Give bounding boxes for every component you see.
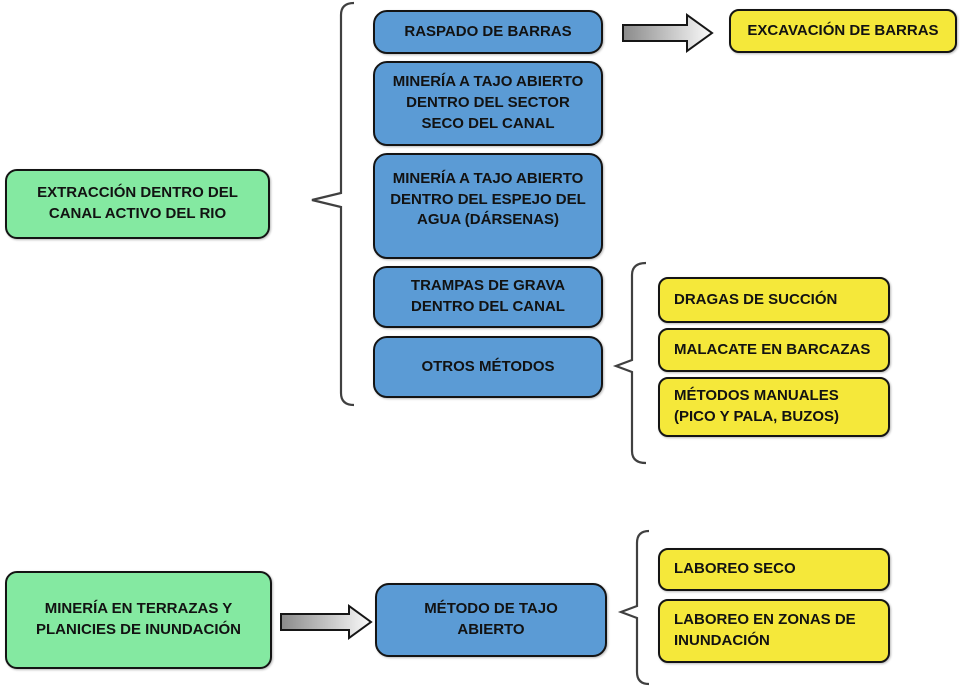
arrow-terrazas-to-tajo bbox=[280, 604, 373, 640]
node-label-line: DENTRO DEL SECTOR bbox=[406, 94, 570, 112]
node-malacate-en-barcazas: MALACATE EN BARCAZAS bbox=[658, 328, 890, 372]
node-trampas-de-grava: TRAMPAS DE GRAVA DENTRO DEL CANAL bbox=[373, 266, 603, 328]
node-label-line: DRAGAS DE SUCCIÓN bbox=[674, 290, 838, 308]
node-label-line: TRAMPAS DE GRAVA bbox=[410, 277, 566, 295]
node-label-line: RASPADO DE BARRAS bbox=[404, 22, 572, 40]
node-label-line: LABOREO EN ZONAS DE bbox=[674, 611, 856, 629]
node-label-line: EXCAVACIÓN DE BARRAS bbox=[747, 21, 939, 39]
node-label-line: DENTRO DEL CANAL bbox=[411, 298, 565, 315]
node-excavacion-de-barras: EXCAVACIÓN DE BARRAS bbox=[729, 9, 957, 53]
node-dragas-de-succion: DRAGAS DE SUCCIÓN bbox=[658, 277, 890, 323]
brace-tajo-abierto bbox=[617, 529, 650, 686]
node-label-line: SECO DEL CANAL bbox=[421, 114, 555, 132]
node-label-line: MÉTODOS MANUALES bbox=[674, 387, 839, 405]
node-laboreo-seco: LABOREO SECO bbox=[658, 548, 890, 591]
node-label-line: ABIERTO bbox=[457, 621, 525, 638]
node-label-line: PLANICIES DE INUNDACIÓN bbox=[35, 621, 241, 638]
node-mineria-sector-seco: MINERÍA A TAJO ABIERTO DENTRO DEL SECTOR… bbox=[373, 61, 603, 146]
node-label-line: CANAL ACTIVO DEL RIO bbox=[48, 205, 227, 222]
node-label-line: MINERÍA A TAJO ABIERTO bbox=[392, 170, 584, 187]
node-extraccion-canal-activo: EXTRACCIÓN DENTRO DEL CANAL ACTIVO DEL R… bbox=[5, 169, 270, 239]
node-label-line: MÉTODO DE TAJO bbox=[424, 600, 558, 618]
node-label-line: EXTRACCIÓN DENTRO DEL bbox=[37, 184, 238, 202]
node-label-line: LABOREO SECO bbox=[674, 560, 796, 578]
node-metodos-manuales: MÉTODOS MANUALES (PICO Y PALA, BUZOS) bbox=[658, 377, 890, 437]
node-metodo-tajo-abierto: MÉTODO DE TAJO ABIERTO bbox=[375, 583, 607, 657]
node-label-line: MALACATE EN BARCAZAS bbox=[674, 340, 871, 358]
node-raspado-de-barras: RASPADO DE BARRAS bbox=[373, 10, 603, 54]
node-label-line: AGUA (DÁRSENAS) bbox=[417, 211, 559, 229]
node-laboreo-zonas-inundacion: LABOREO EN ZONAS DE INUNDACIÓN bbox=[658, 599, 890, 663]
node-label-line: INUNDACIÓN bbox=[674, 632, 770, 649]
node-label-line: MINERÍA A TAJO ABIERTO bbox=[392, 73, 584, 91]
node-label-line: DENTRO DEL ESPEJO DEL bbox=[390, 190, 586, 208]
brace-otros-metodos bbox=[612, 261, 647, 465]
node-otros-metodos: OTROS MÉTODOS bbox=[373, 336, 603, 398]
node-label-line: MINERÍA EN TERRAZAS Y bbox=[44, 600, 233, 618]
node-label-line: OTROS MÉTODOS bbox=[421, 357, 555, 375]
node-mineria-espejo-agua: MINERÍA A TAJO ABIERTO DENTRO DEL ESPEJO… bbox=[373, 153, 603, 259]
node-mineria-terrazas: MINERÍA EN TERRAZAS Y PLANICIES DE INUND… bbox=[5, 571, 272, 669]
node-label-line: (PICO Y PALA, BUZOS) bbox=[674, 408, 840, 425]
brace-canal-activo bbox=[311, 1, 355, 407]
arrow-raspado-to-excavacion bbox=[622, 13, 714, 53]
